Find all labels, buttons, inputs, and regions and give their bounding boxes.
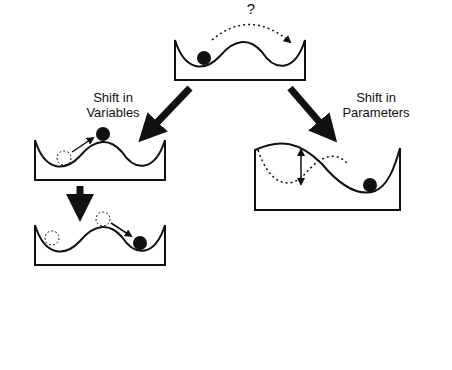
branch-label: Shift in Parameters [334,90,418,120]
branch-label: Shift in Variables [80,90,146,120]
question-mark: ? [241,1,261,16]
